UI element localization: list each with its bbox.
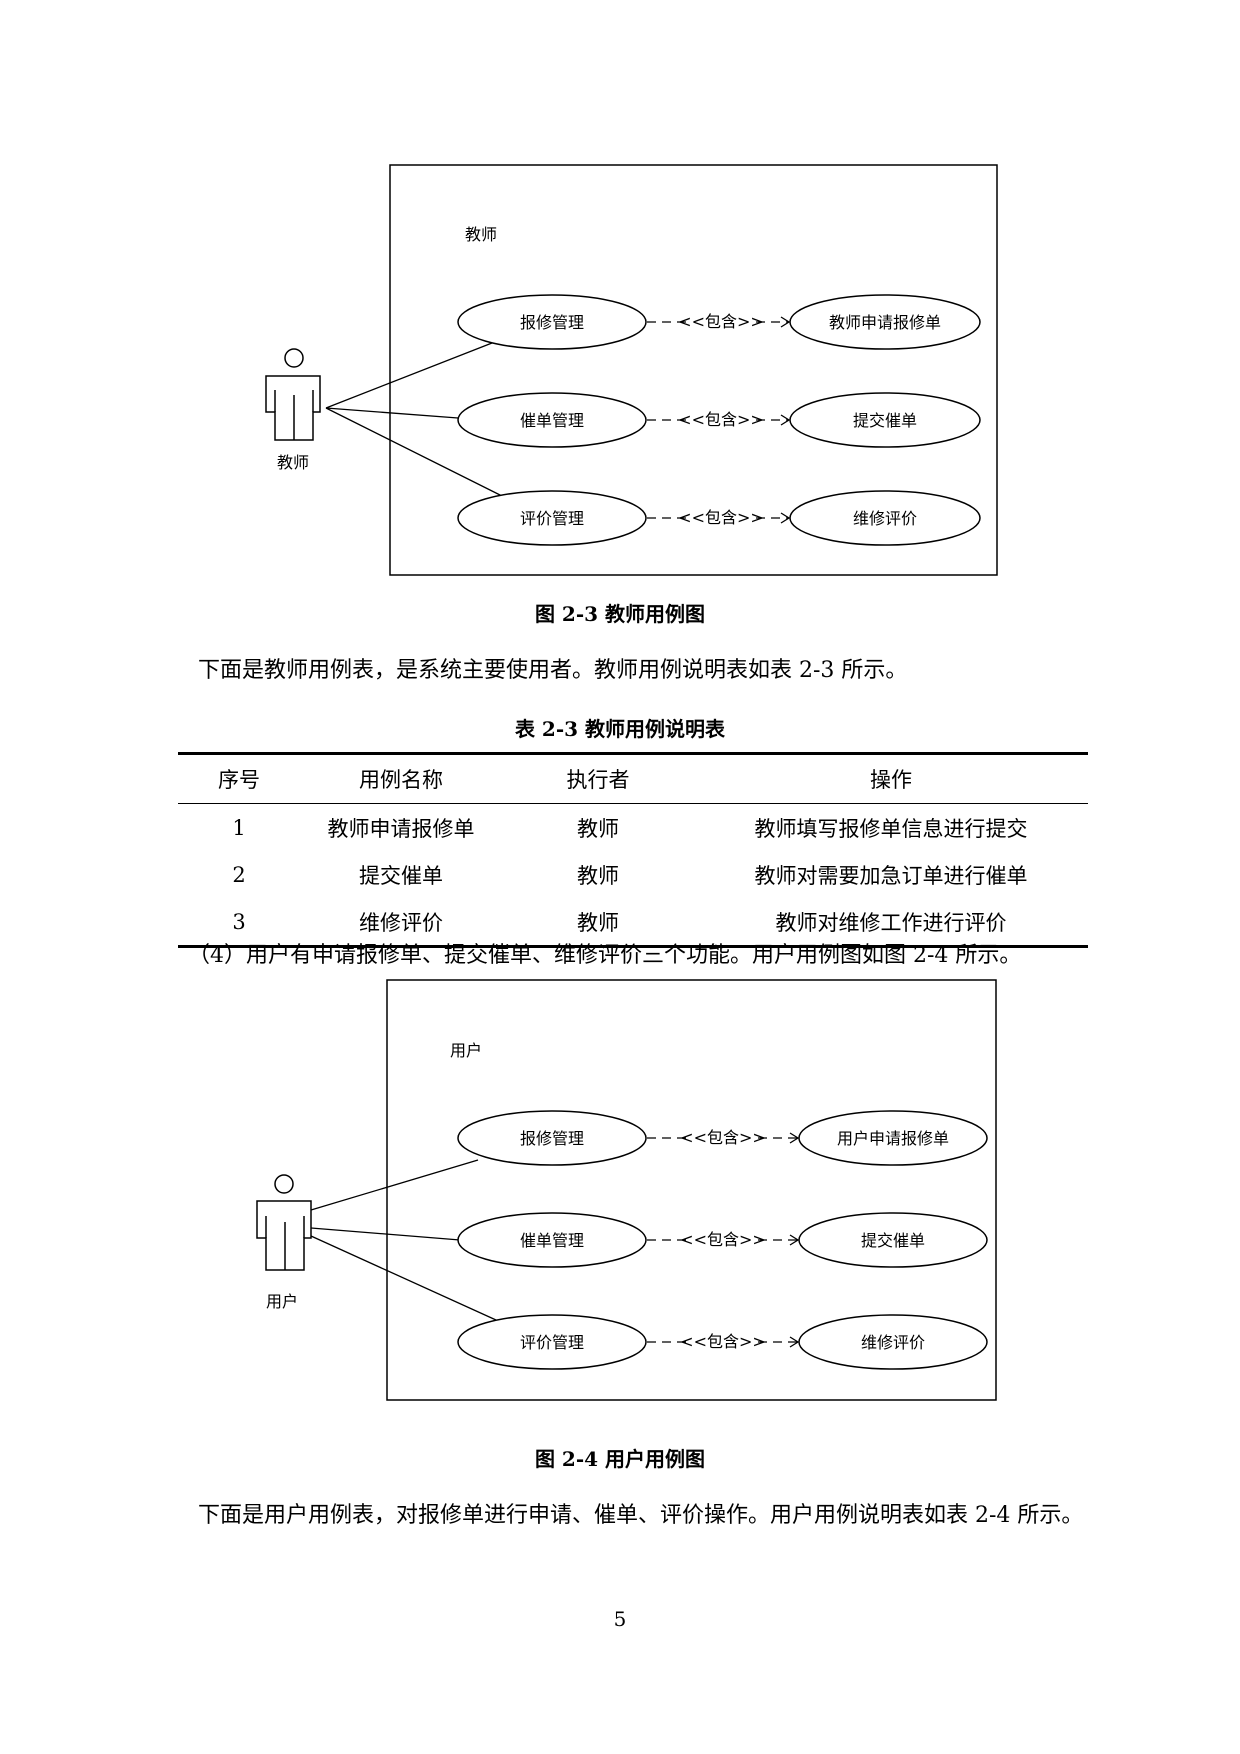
actor-label: 教师 (277, 453, 309, 472)
association-line (325, 407, 459, 419)
system-boundary (386, 979, 997, 1401)
include-label: <<包含>> (678, 312, 764, 331)
use-case-urge-management (457, 1212, 647, 1268)
table-header: 执行者 (502, 752, 694, 804)
table-cell: 教师对维修工作进行评价 (694, 898, 1088, 948)
use-case-label: 催单管理 (520, 1231, 584, 1250)
table-cell: 1 (232, 815, 246, 840)
use-case-urge-management (457, 392, 647, 448)
use-case-label: 维修评价 (861, 1333, 925, 1352)
table-cell: 提交催单 (359, 863, 443, 888)
system-boundary-label: 用户 (450, 1041, 482, 1060)
paragraph: （4）用户有申请报修单、提交催单、维修评价三个功能。用户用例图如图 2-4 所示… (188, 937, 1188, 975)
association-line (310, 1235, 497, 1321)
teacher-use-case-diagram: 教师 教师 报修管理 催单管理 评价管理 教师申请报修单 提交催单 维修评价 (265, 164, 998, 576)
table-header: 操作 (694, 752, 1088, 804)
user-use-case-diagram: 用户 用户 报修管理 催单管理 评价管理 用户申请报修单 提交催单 维修评价 (256, 979, 997, 1401)
table-caption: 表 2-3 教师用例说明表 (514, 717, 726, 741)
table-cell: 2 (232, 862, 246, 887)
use-case-repair-management (457, 1110, 647, 1166)
use-case-label: 报修管理 (520, 313, 584, 332)
user-actor-icon (256, 1174, 312, 1271)
table-cell: 教师 (577, 816, 619, 841)
use-case-label: 评价管理 (520, 1333, 584, 1352)
include-label: <<包含>> (680, 1332, 766, 1351)
actor-label: 用户 (266, 1292, 298, 1311)
system-boundary (389, 164, 998, 576)
teacher-actor-icon (265, 348, 321, 441)
association-line (325, 407, 503, 497)
use-case-label: 用户申请报修单 (837, 1129, 949, 1148)
figure-caption: 图 2-4 用户用例图 (534, 1447, 706, 1471)
use-case-label: 催单管理 (520, 411, 584, 430)
include-label: <<包含>> (680, 1230, 766, 1249)
association-line (310, 1227, 461, 1241)
table-cell: 教师 (502, 898, 694, 948)
use-case-repair-management (457, 294, 647, 350)
use-case-label: 报修管理 (520, 1129, 584, 1148)
paragraph-text: 下面是用户用例表，对报修单进行申请、催单、评价操作。用户用例说明表如表 2-4 … (198, 1503, 1084, 1528)
include-label: <<包含>> (678, 410, 764, 429)
page-number: 5 (613, 1607, 627, 1631)
use-case-label: 评价管理 (520, 509, 584, 528)
paragraph: 下面是教师用例表，是系统主要使用者。教师用例说明表如表 2-3 所示。 (150, 652, 1120, 690)
paragraph-text: （4）用户有申请报修单、提交催单、维修评价三个功能。用户用例图如图 2-4 所示… (188, 943, 1022, 968)
association-line (325, 342, 493, 409)
table-header-row: 序号 用例名称 执行者 操作 (178, 752, 1088, 804)
system-boundary-label: 教师 (465, 225, 497, 244)
table-cell: 教师 (577, 863, 619, 888)
use-case-table: 序号 用例名称 执行者 操作 1 教师申请报修单 教师 教师填写报修单信息进行提… (178, 752, 1088, 948)
paragraph: 下面是用户用例表，对报修单进行申请、催单、评价操作。用户用例说明表如表 2-4 … (150, 1497, 1120, 1535)
use-case-review-management (457, 1314, 647, 1370)
table-cell: 维修评价 (300, 898, 502, 948)
table-header: 用例名称 (300, 752, 502, 804)
table-cell: 教师申请报修单 (327, 816, 475, 841)
figure-caption: 图 2-3 教师用例图 (534, 602, 706, 626)
table-row: 1 教师申请报修单 教师 教师填写报修单信息进行提交 (178, 804, 1088, 852)
use-case-label: 教师申请报修单 (829, 313, 941, 332)
table-cell: 教师填写报修单信息进行提交 (754, 816, 1028, 841)
table-header: 序号 (178, 752, 300, 804)
table-cell: 教师对需要加急订单进行催单 (754, 863, 1028, 888)
table-cell: 3 (178, 898, 300, 948)
use-case-label: 提交催单 (861, 1231, 925, 1250)
use-case-review-management (457, 490, 647, 546)
association-line (310, 1159, 479, 1211)
use-case-label: 维修评价 (853, 509, 917, 528)
paragraph-text: 下面是教师用例表，是系统主要使用者。教师用例说明表如表 2-3 所示。 (198, 658, 908, 683)
use-case-label: 提交催单 (853, 411, 917, 430)
table-row: 2 提交催单 教师 教师对需要加急订单进行催单 (178, 851, 1088, 898)
table-row: 3 维修评价 教师 教师对维修工作进行评价 (178, 898, 1088, 948)
include-label: <<包含>> (680, 1128, 766, 1147)
include-label: <<包含>> (678, 508, 764, 527)
